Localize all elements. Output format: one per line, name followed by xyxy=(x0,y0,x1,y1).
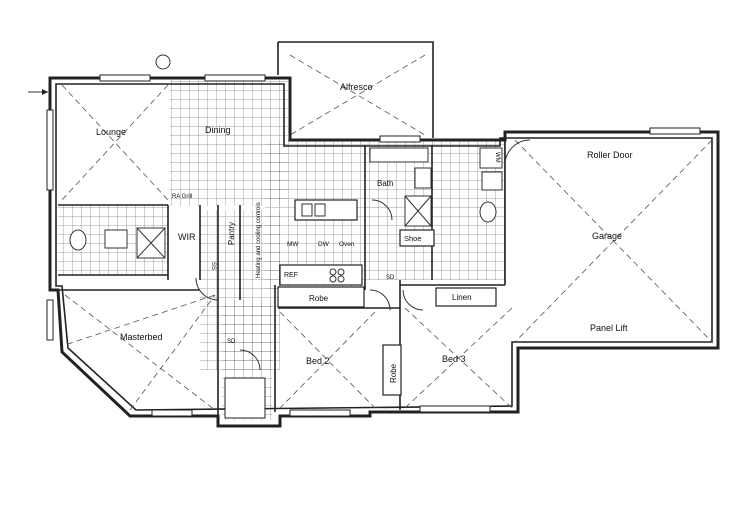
label-ra-grill: RA Grill xyxy=(172,194,192,200)
label-bath: Bath xyxy=(377,179,393,188)
bedroom-areas xyxy=(279,307,513,409)
label-sd-1: SD xyxy=(386,275,395,281)
label-wm: WM xyxy=(494,152,500,163)
label-shoe: Shoe xyxy=(404,234,422,243)
label-robe-2: Robe xyxy=(389,363,398,383)
label-garage: Garage xyxy=(592,231,622,241)
robe-2-box xyxy=(382,344,402,396)
label-masterbed: Masterbed xyxy=(120,332,163,342)
shoe-box xyxy=(399,229,435,247)
entry-arrow-icon xyxy=(28,54,171,95)
robe-1-box xyxy=(277,286,365,308)
door-swings xyxy=(195,139,531,371)
label-bed3: Bed 3 xyxy=(442,354,466,364)
alfresco-area xyxy=(277,41,434,138)
label-oven: Oven xyxy=(339,241,355,248)
windows xyxy=(46,74,701,419)
garage-area xyxy=(514,139,713,343)
label-mw: MW xyxy=(287,241,299,248)
label-pantry: Pantry xyxy=(227,222,236,245)
label-panel-lift: Panel Lift xyxy=(590,323,628,333)
label-lounge: Lounge xyxy=(96,127,126,137)
label-dw: DW xyxy=(318,241,330,248)
label-linen: Linen xyxy=(452,293,472,302)
kitchen-bench xyxy=(279,199,363,286)
bathroom-fixtures xyxy=(69,147,503,259)
label-roller-door: Roller Door xyxy=(587,150,633,160)
label-heating: Heating and cooling controls xyxy=(256,202,262,278)
label-ss: SS xyxy=(210,262,216,270)
label-wir: WIR xyxy=(178,232,196,242)
lounge-area xyxy=(61,84,169,201)
label-bed2: Bed 2 xyxy=(306,356,330,366)
interior-walls xyxy=(58,140,506,420)
label-dining: Dining xyxy=(205,125,231,135)
masterbed-area xyxy=(64,294,216,411)
linen-box xyxy=(435,287,497,307)
label-ref: REF xyxy=(284,272,298,279)
label-sd-2: SD xyxy=(227,339,236,345)
label-robe-1: Robe xyxy=(309,294,329,303)
label-alfresco: Alfresco xyxy=(340,82,373,92)
